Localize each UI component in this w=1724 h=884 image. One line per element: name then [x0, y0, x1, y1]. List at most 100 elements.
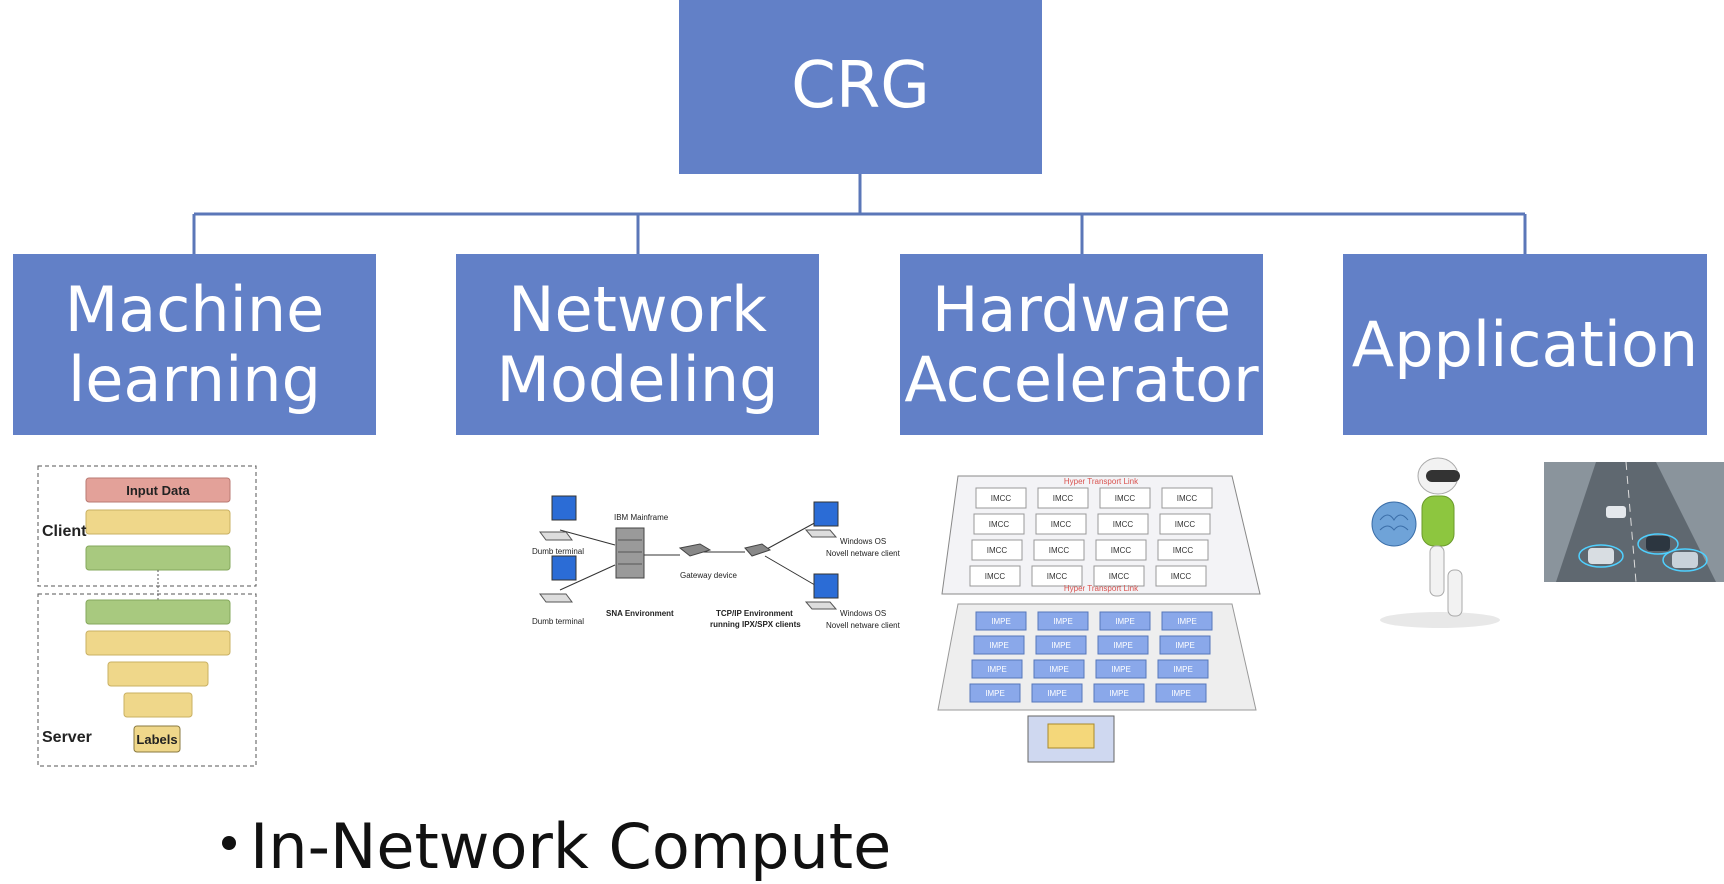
processing-element: [971, 659, 1023, 679]
category-label-line1: Network: [508, 273, 767, 347]
netware-client-label: Novell netware client: [826, 621, 900, 630]
processing-element: [1037, 611, 1089, 631]
split-learning-diagram: Input Data Client Labels Server: [37, 465, 257, 767]
processing-element: [1031, 565, 1083, 587]
layer-block: [85, 630, 231, 656]
server-region: [37, 593, 257, 767]
processing-element: [1099, 611, 1151, 631]
traffic-scene-image: [1544, 461, 1724, 583]
bullet-dot-icon: [222, 835, 236, 850]
processing-element-label: IMCC: [1109, 572, 1130, 581]
processing-element: [1033, 659, 1085, 679]
processing-element-label: IMPE: [991, 617, 1011, 626]
category-label-line1: Application: [1351, 307, 1699, 381]
processing-element: [1155, 565, 1207, 587]
processing-element-label: IMCC: [1053, 494, 1074, 503]
processing-element-label: IMPE: [1173, 665, 1193, 674]
brain-icon: [1371, 501, 1417, 547]
category-label-line2: learning: [68, 342, 321, 416]
link-label: Hyper Transport Link: [1064, 477, 1139, 486]
client-label: Client: [42, 523, 87, 540]
processing-element-label: IMPE: [1109, 689, 1129, 698]
category-label-line1: Hardware: [931, 273, 1232, 347]
computer-icon: [539, 495, 577, 541]
processing-element: [1035, 513, 1087, 535]
processing-element-label: IMCC: [1113, 520, 1134, 529]
layer-block: [123, 692, 193, 718]
processing-element-label: IMCC: [1171, 572, 1192, 581]
processing-element: [1097, 635, 1149, 655]
processing-element: [1161, 611, 1213, 631]
processing-element-label: IMPE: [1049, 665, 1069, 674]
processing-element-label: IMPE: [1111, 665, 1131, 674]
server-icon: [615, 527, 645, 579]
processing-element-label: IMPE: [989, 641, 1009, 650]
processing-element: [973, 635, 1025, 655]
processing-element: [969, 565, 1021, 587]
category-label-line2: Modeling: [496, 342, 779, 416]
windows-os-label: Windows OS: [840, 609, 886, 618]
processing-element: [1095, 539, 1147, 561]
processing-element: [975, 487, 1027, 509]
processing-element-label: IMCC: [1047, 572, 1068, 581]
category-network-modeling: Network Modeling: [456, 254, 819, 435]
root-node-crg: CRG: [679, 0, 1042, 174]
router-icon: [678, 543, 772, 557]
dumb-terminal-label: Dumb terminal: [532, 617, 584, 626]
processing-element: [1097, 513, 1149, 535]
category-application: Application: [1343, 254, 1707, 435]
processing-element: [1037, 487, 1089, 509]
category-label-line1: Machine: [64, 273, 325, 347]
network-topology-diagram: IBM Mainframe Dumb terminal Dumb termina…: [532, 495, 900, 630]
processing-element-label: IMPE: [987, 665, 1007, 674]
labels-block: [133, 725, 181, 753]
processing-element: [1033, 539, 1085, 561]
processing-element: [1031, 683, 1083, 703]
processing-element-label: IMCC: [989, 520, 1010, 529]
processing-element-label: IMCC: [1115, 494, 1136, 503]
bullet-text: In-Network Compute: [250, 810, 892, 883]
root-label: CRG: [791, 49, 930, 124]
windows-os-label: Windows OS: [840, 537, 886, 546]
input-data-label: Input Data: [126, 483, 190, 498]
ibm-mainframe-label: IBM Mainframe: [614, 513, 669, 522]
robot-illustration: [1371, 457, 1500, 628]
bullet-item-in-network-compute: In-Network Compute: [222, 810, 891, 883]
category-label-line2: Accelerator: [904, 342, 1259, 416]
processing-element-label: IMCC: [1177, 494, 1198, 503]
processing-element-label: IMCC: [987, 546, 1008, 555]
labels-label: Labels: [136, 732, 177, 747]
processing-element: [975, 611, 1027, 631]
processing-element: [969, 683, 1021, 703]
processing-element: [1155, 683, 1207, 703]
input-data-block: [85, 477, 231, 503]
processing-element: [1159, 635, 1211, 655]
processing-element-label: IMCC: [1173, 546, 1194, 555]
processing-element: [1157, 659, 1209, 679]
category-machine-learning: Machine learning: [13, 254, 376, 435]
processing-element-label: IMCC: [1051, 520, 1072, 529]
accelerator-architecture-diagram: Hyper Transport Link IMCC IMCC IMCC IMCC IMC…: [937, 475, 1261, 763]
layer-block: [107, 661, 209, 687]
processing-element: [1095, 659, 1147, 679]
category-hardware-accelerator: Hardware Accelerator: [900, 254, 1263, 435]
processing-element-label: IMPE: [985, 689, 1005, 698]
link-label: Hyper Transport Link: [1064, 584, 1139, 593]
netware-client-label: Novell netware client: [826, 549, 900, 558]
processing-element: [1035, 635, 1087, 655]
processing-element-label: IMPE: [1171, 689, 1191, 698]
layer-block: [85, 509, 231, 535]
processing-element-label: IMCC: [1049, 546, 1070, 555]
processing-element-label: IMCC: [1111, 546, 1132, 555]
processing-element-label: IMPE: [1177, 617, 1197, 626]
sna-environment-label: SNA Environment: [606, 609, 674, 618]
processing-element-label: IMPE: [1113, 641, 1133, 650]
computer-icon: [804, 501, 839, 538]
processing-element-label: IMCC: [1175, 520, 1196, 529]
processing-element-label: IMPE: [1053, 617, 1073, 626]
processing-element-label: IMPE: [1051, 641, 1071, 650]
processing-element: [1157, 539, 1209, 561]
processing-element: [1093, 565, 1145, 587]
gateway-device-label: Gateway device: [680, 571, 737, 580]
processing-element: [971, 539, 1023, 561]
